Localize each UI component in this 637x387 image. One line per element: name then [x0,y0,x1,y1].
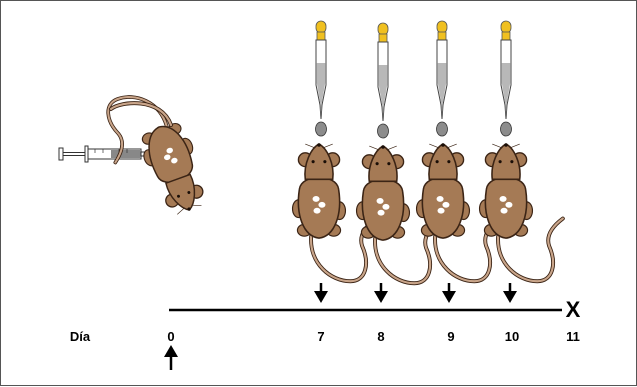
arrow-down-icon [374,283,388,303]
day-label: 0 [167,329,174,344]
dropper-icon [437,21,448,136]
dropper-icon [378,23,389,138]
arrow-down-icon [503,283,517,303]
dropper-icon [316,21,327,136]
arrow-down-icon [314,283,328,303]
day-row-label: Día [70,329,90,344]
day-label: 11 [566,329,580,344]
day-label: 7 [317,329,324,344]
endpoint-marker: X [566,297,581,323]
mouse-icon [480,143,563,281]
day-label: 9 [447,329,454,344]
mouse-tail-curl [111,103,171,125]
arrow-down-icon [442,283,456,303]
arrow-up-icon [164,345,178,370]
day-label: 10 [505,329,519,344]
dropper-icon [501,21,512,136]
day-label: 8 [377,329,384,344]
